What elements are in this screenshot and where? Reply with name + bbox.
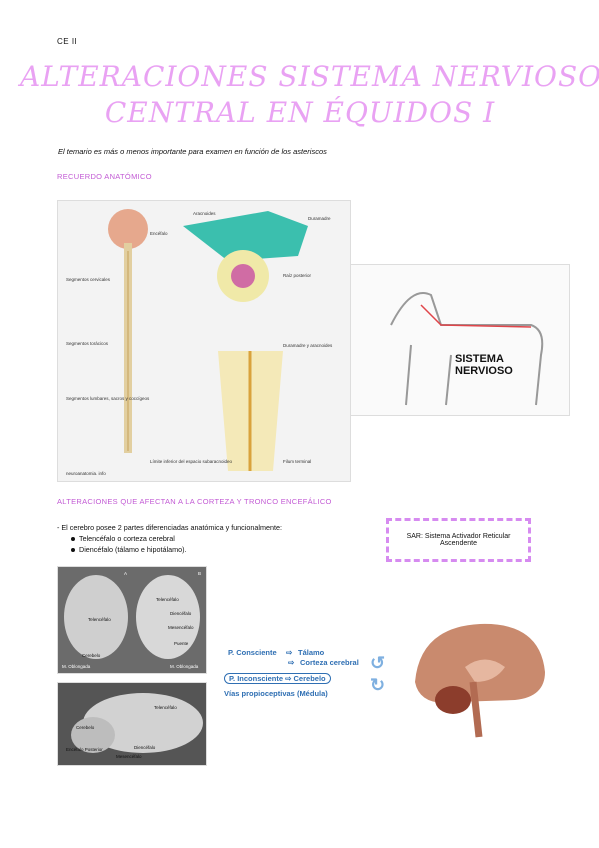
- photo-label-telencephalon-b: Telencéfalo: [156, 597, 179, 602]
- horse-illustration: [390, 292, 544, 406]
- photo-label-telencephalon: Telencéfalo: [88, 617, 111, 622]
- page-title-line-2: CENTRAL EN ÉQUIDOS I: [104, 96, 496, 129]
- label-lumbar: Segmentos lumbares, sacros y coccígeos: [66, 396, 150, 401]
- pathway-arrow-2: ⇨: [288, 658, 295, 667]
- label-dura-arachnoid: Duramadre y aracnoides: [283, 343, 333, 348]
- photo-label-cerebellum-c: Cerebelo: [76, 725, 95, 730]
- sar-note-box: SAR: Sistema Activador Reticular Ascende…: [386, 518, 531, 562]
- photo-label-diencephalon-c: Diencéfalo: [134, 745, 156, 750]
- brain-photo-top: Telencéfalo Cerebelo M. Oblongada Telenc…: [57, 566, 207, 674]
- intro-text: El temario es más o menos importante par…: [58, 147, 327, 156]
- brain-parts-list: - El cerebro posee 2 partes diferenciada…: [57, 522, 282, 555]
- label-thoracic: Segmentos torácicos: [66, 341, 109, 346]
- brain-sagittal-shapes: [415, 623, 545, 738]
- photo-label-telencephalon-c: Telencéfalo: [154, 705, 177, 710]
- pathway-cortex: Corteza cerebral: [300, 658, 359, 667]
- bullet-main: - El cerebro posee 2 partes diferenciada…: [57, 523, 282, 532]
- brain-photo-bottom-shapes: [71, 693, 203, 753]
- label-cervical: Segmentos cervicales: [66, 277, 111, 282]
- figure-credit: neuroanatomia. info: [66, 471, 106, 476]
- proprioceptive-pathway-diagram: P. Consciente ⇨ Tálamo ⇨ Corteza cerebra…: [220, 645, 395, 705]
- brain-sagittal-figure: [395, 612, 560, 742]
- pathway-conscious: P. Consciente: [228, 648, 277, 657]
- photo-label-diencephalon-b: Diencéfalo: [170, 611, 192, 616]
- pathway-unconscious-pill: P. Inconsciente ⇨ Cerebelo: [224, 673, 331, 684]
- course-tag: CE II: [57, 37, 78, 46]
- curved-arrow-icon-2: ↻: [370, 675, 386, 695]
- pathway-proprioceptive: Vías propioceptivas (Médula): [224, 689, 328, 698]
- photo-label-posterior: Encéfalo Posterior: [66, 747, 103, 752]
- label-subarachnoid: Límite inferior del espacio subaracnoide…: [150, 459, 233, 464]
- spinal-cord-illustration: [108, 209, 308, 471]
- spinal-cord-figure: Segmentos cervicales Segmentos torácicos…: [57, 200, 351, 482]
- label-encephalon: Encéfalo: [150, 231, 168, 236]
- photo-label-pons-b: Puente: [174, 641, 189, 646]
- label-posterior-root: Raíz posterior: [283, 273, 312, 278]
- photo-label-mesencephalon-c: Mesencéfalo: [116, 754, 142, 759]
- photo-label-oblongata: M. Oblongada: [62, 664, 91, 669]
- photo-label-cerebellum: Cerebelo: [82, 653, 101, 658]
- bullet-telencephalon: Telencéfalo o corteza cerebral: [57, 533, 282, 544]
- label-arachnoid: Aracnoides: [193, 211, 216, 216]
- horse-nervous-system-figure: SISTEMA NERVIOSO: [350, 264, 570, 416]
- curved-arrow-icon: ↺: [370, 653, 386, 673]
- brain-photo-bottom: Telencéfalo Cerebelo Encéfalo Posterior …: [57, 682, 207, 766]
- page-title-line-1: ALTERACIONES SISTEMA NERVIOSO: [20, 60, 599, 93]
- pathway-arrow-1: ⇨: [286, 648, 293, 657]
- photo-label-mesencephalon-b: Mesencéfalo: [168, 625, 194, 630]
- bullet-diencephalon: Diencéfalo (tálamo e hipotálamo).: [57, 544, 282, 555]
- photo-label-b: B: [198, 571, 202, 576]
- horse-figure-caption: SISTEMA NERVIOSO: [455, 353, 513, 377]
- section-heading-anatomy: RECUERDO ANATÓMICO: [57, 172, 152, 181]
- photo-label-a: A: [124, 571, 128, 576]
- pathway-thalamus: Tálamo: [298, 648, 325, 657]
- brain-photo-top-shapes: [64, 575, 200, 659]
- photo-label-oblongata-b: M. Oblongada: [170, 664, 199, 669]
- label-filum: Filum terminal: [283, 459, 312, 464]
- section-heading-alterations: ALTERACIONES QUE AFECTAN A LA CORTEZA Y …: [57, 497, 332, 506]
- label-dura: Duramadre: [308, 216, 331, 221]
